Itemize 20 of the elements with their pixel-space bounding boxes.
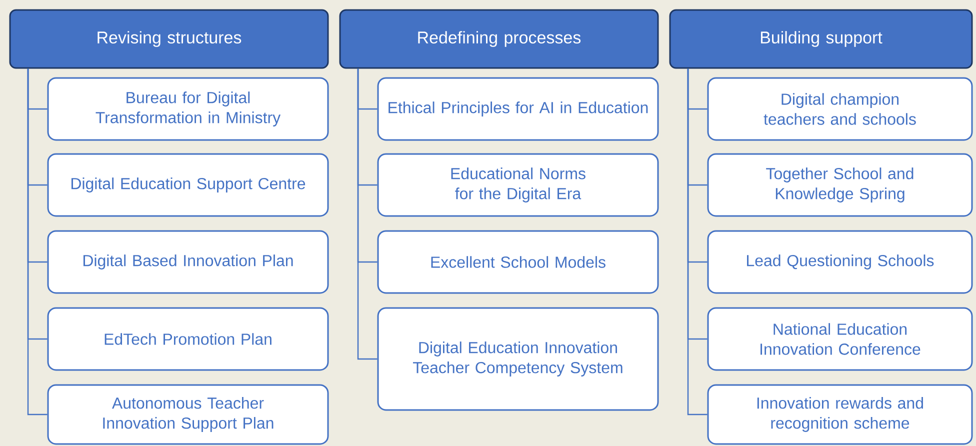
item-box: Digital Education Support Centre	[47, 153, 329, 217]
item-box: Digital champion teachers and schools	[707, 77, 973, 141]
item-box: Digital Education Innovation Teacher Competency System	[377, 307, 659, 411]
item-box: Digital Based Innovation Plan	[47, 230, 329, 294]
header-box: Redefining processes	[339, 9, 659, 69]
header-box: Building support	[669, 9, 973, 69]
item-box: Bureau for Digital Transformation in Ministry	[47, 77, 329, 141]
item-box: Autonomous Teacher Innovation Support Plan	[47, 384, 329, 445]
item-box: Educational Norms for the Digital Era	[377, 153, 659, 217]
item-box: Excellent School Models	[377, 230, 659, 294]
connector-line	[357, 68, 378, 360]
item-box: Innovation rewards and recognition scheme	[707, 384, 973, 445]
connector-line	[687, 68, 708, 416]
item-box: EdTech Promotion Plan	[47, 307, 329, 371]
header-box: Revising structures	[9, 9, 329, 69]
item-box: Together School and Knowledge Spring	[707, 153, 973, 217]
connector-line	[27, 68, 48, 416]
item-box: National Education Innovation Conference	[707, 307, 973, 371]
item-box: Ethical Principles for AI in Education	[377, 77, 659, 141]
item-box: Lead Questioning Schools	[707, 230, 973, 294]
